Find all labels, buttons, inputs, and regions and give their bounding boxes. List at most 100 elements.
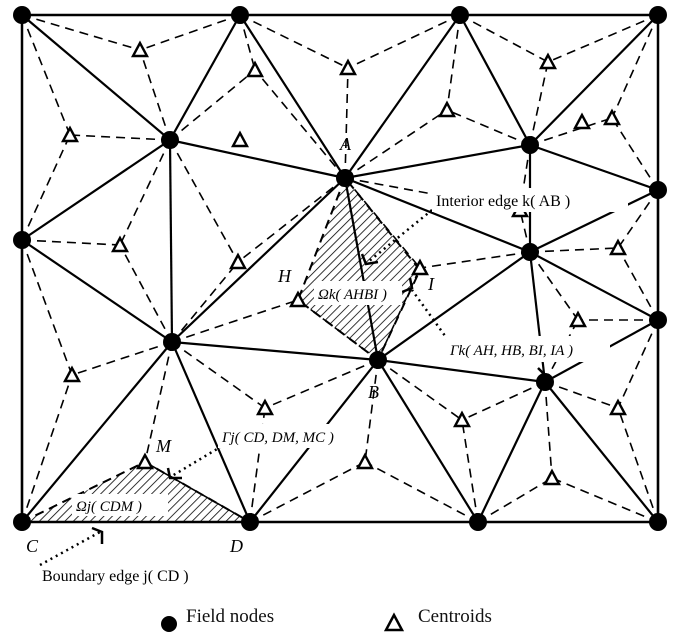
label-H: H (277, 266, 292, 286)
mesh-edge (529, 14, 659, 146)
dual-edge (171, 341, 266, 409)
centroid-marker (437, 100, 457, 118)
mesh-edge (377, 359, 479, 523)
centroid-marker (130, 40, 150, 58)
centroid-markers (60, 40, 628, 486)
field-node-marker (241, 513, 259, 531)
dual-edge (344, 177, 421, 269)
label-D: D (229, 536, 243, 556)
dual-edge (71, 341, 173, 376)
dual-edge (169, 139, 239, 263)
field-node-marker (649, 6, 667, 24)
dual-edge (547, 14, 659, 63)
centroid-marker (228, 252, 248, 270)
dual-edge (239, 14, 256, 71)
field-node-marker (161, 131, 179, 149)
dual-edge (144, 341, 173, 463)
label-C: C (26, 536, 39, 556)
mesh-edge (377, 251, 531, 361)
mesh-edge (529, 143, 659, 192)
mesh-edge (528, 251, 547, 383)
mesh-edge (344, 14, 461, 179)
field-node-marker (649, 181, 667, 199)
dual-edge (529, 247, 619, 253)
omega-k-label: Ωk( AHBI ) (318, 287, 387, 303)
field-node-marker (649, 311, 667, 329)
field-node-marker (163, 333, 181, 351)
dual-edge (254, 69, 346, 179)
dual-edge (364, 359, 379, 463)
dual-edge (239, 14, 349, 69)
label-I: I (427, 274, 435, 294)
centroid-marker (110, 235, 130, 253)
dual-edge (171, 261, 239, 343)
dual-edge (459, 14, 549, 63)
field-node-marker (13, 6, 31, 24)
dual-edge (551, 477, 659, 523)
centroid-marker (542, 468, 562, 486)
dual-mesh-edges (21, 14, 659, 523)
mesh-edge (21, 14, 171, 141)
field-node-marker (13, 231, 31, 249)
dual-edge (21, 134, 71, 241)
dual-edge (544, 381, 553, 479)
field-node-marker (649, 513, 667, 531)
dual-edge (237, 177, 346, 263)
legend-centroids: Centroids (418, 606, 492, 627)
dual-edge (21, 239, 121, 246)
label-M: M (155, 436, 172, 456)
dual-edge (529, 61, 549, 146)
dual-edge (446, 14, 461, 111)
dual-edge (461, 381, 546, 421)
arrow-interior-edge (367, 209, 433, 263)
field-node-marker (521, 243, 539, 261)
dual-edge (144, 461, 251, 523)
dual-edge (139, 14, 241, 51)
field-node-marker (336, 169, 354, 187)
mesh-edge (377, 358, 546, 384)
dual-edge (519, 144, 531, 211)
dual-edge (69, 134, 171, 141)
dual-edge (611, 14, 659, 119)
mesh-edge (477, 381, 546, 523)
dual-edge (344, 109, 448, 179)
mesh-edge (169, 14, 241, 141)
dual-edge (344, 67, 349, 179)
gamma-j-label: Γj( CD, DM, MC ) (221, 430, 334, 446)
centroid-marker (62, 365, 82, 383)
mesh-edge (459, 14, 531, 146)
arrow-boundary-edge (39, 530, 101, 567)
centroid-marker (245, 60, 265, 78)
dual-edge (544, 381, 619, 409)
mesh-edge (21, 341, 173, 523)
mesh-edge (169, 138, 346, 180)
dual-edge (364, 461, 479, 523)
dual-edge (377, 267, 421, 361)
dual-edge (21, 374, 73, 523)
dual-edge (21, 239, 73, 376)
mesh-edge (239, 14, 346, 179)
field-node-marker (521, 136, 539, 154)
interior-edge-label: Interior edge k( AB ) (436, 193, 570, 210)
dual-edge (377, 359, 463, 421)
centroid-marker (230, 130, 250, 148)
field-node-marker (469, 513, 487, 531)
gamma-k-label: Γk( AH, HB, BI, IA ) (449, 343, 573, 359)
dual-edge (611, 117, 659, 191)
dual-edge (461, 419, 479, 523)
centroid-marker (602, 108, 622, 126)
mesh-edge (344, 143, 531, 180)
dual-edge (119, 139, 171, 246)
dual-edge (249, 461, 366, 523)
centroid-marker (572, 112, 592, 130)
dual-edge (347, 14, 461, 69)
mesh-edge (21, 239, 173, 343)
boundary-edge-label: Boundary edge j( CD ) (42, 568, 189, 585)
legend-field-nodes: Field nodes (186, 606, 275, 627)
centroid-marker (338, 58, 358, 76)
centroid-marker (608, 398, 628, 416)
dual-edge (617, 247, 659, 321)
mesh-edge (171, 340, 379, 362)
dual-edge (297, 299, 379, 361)
